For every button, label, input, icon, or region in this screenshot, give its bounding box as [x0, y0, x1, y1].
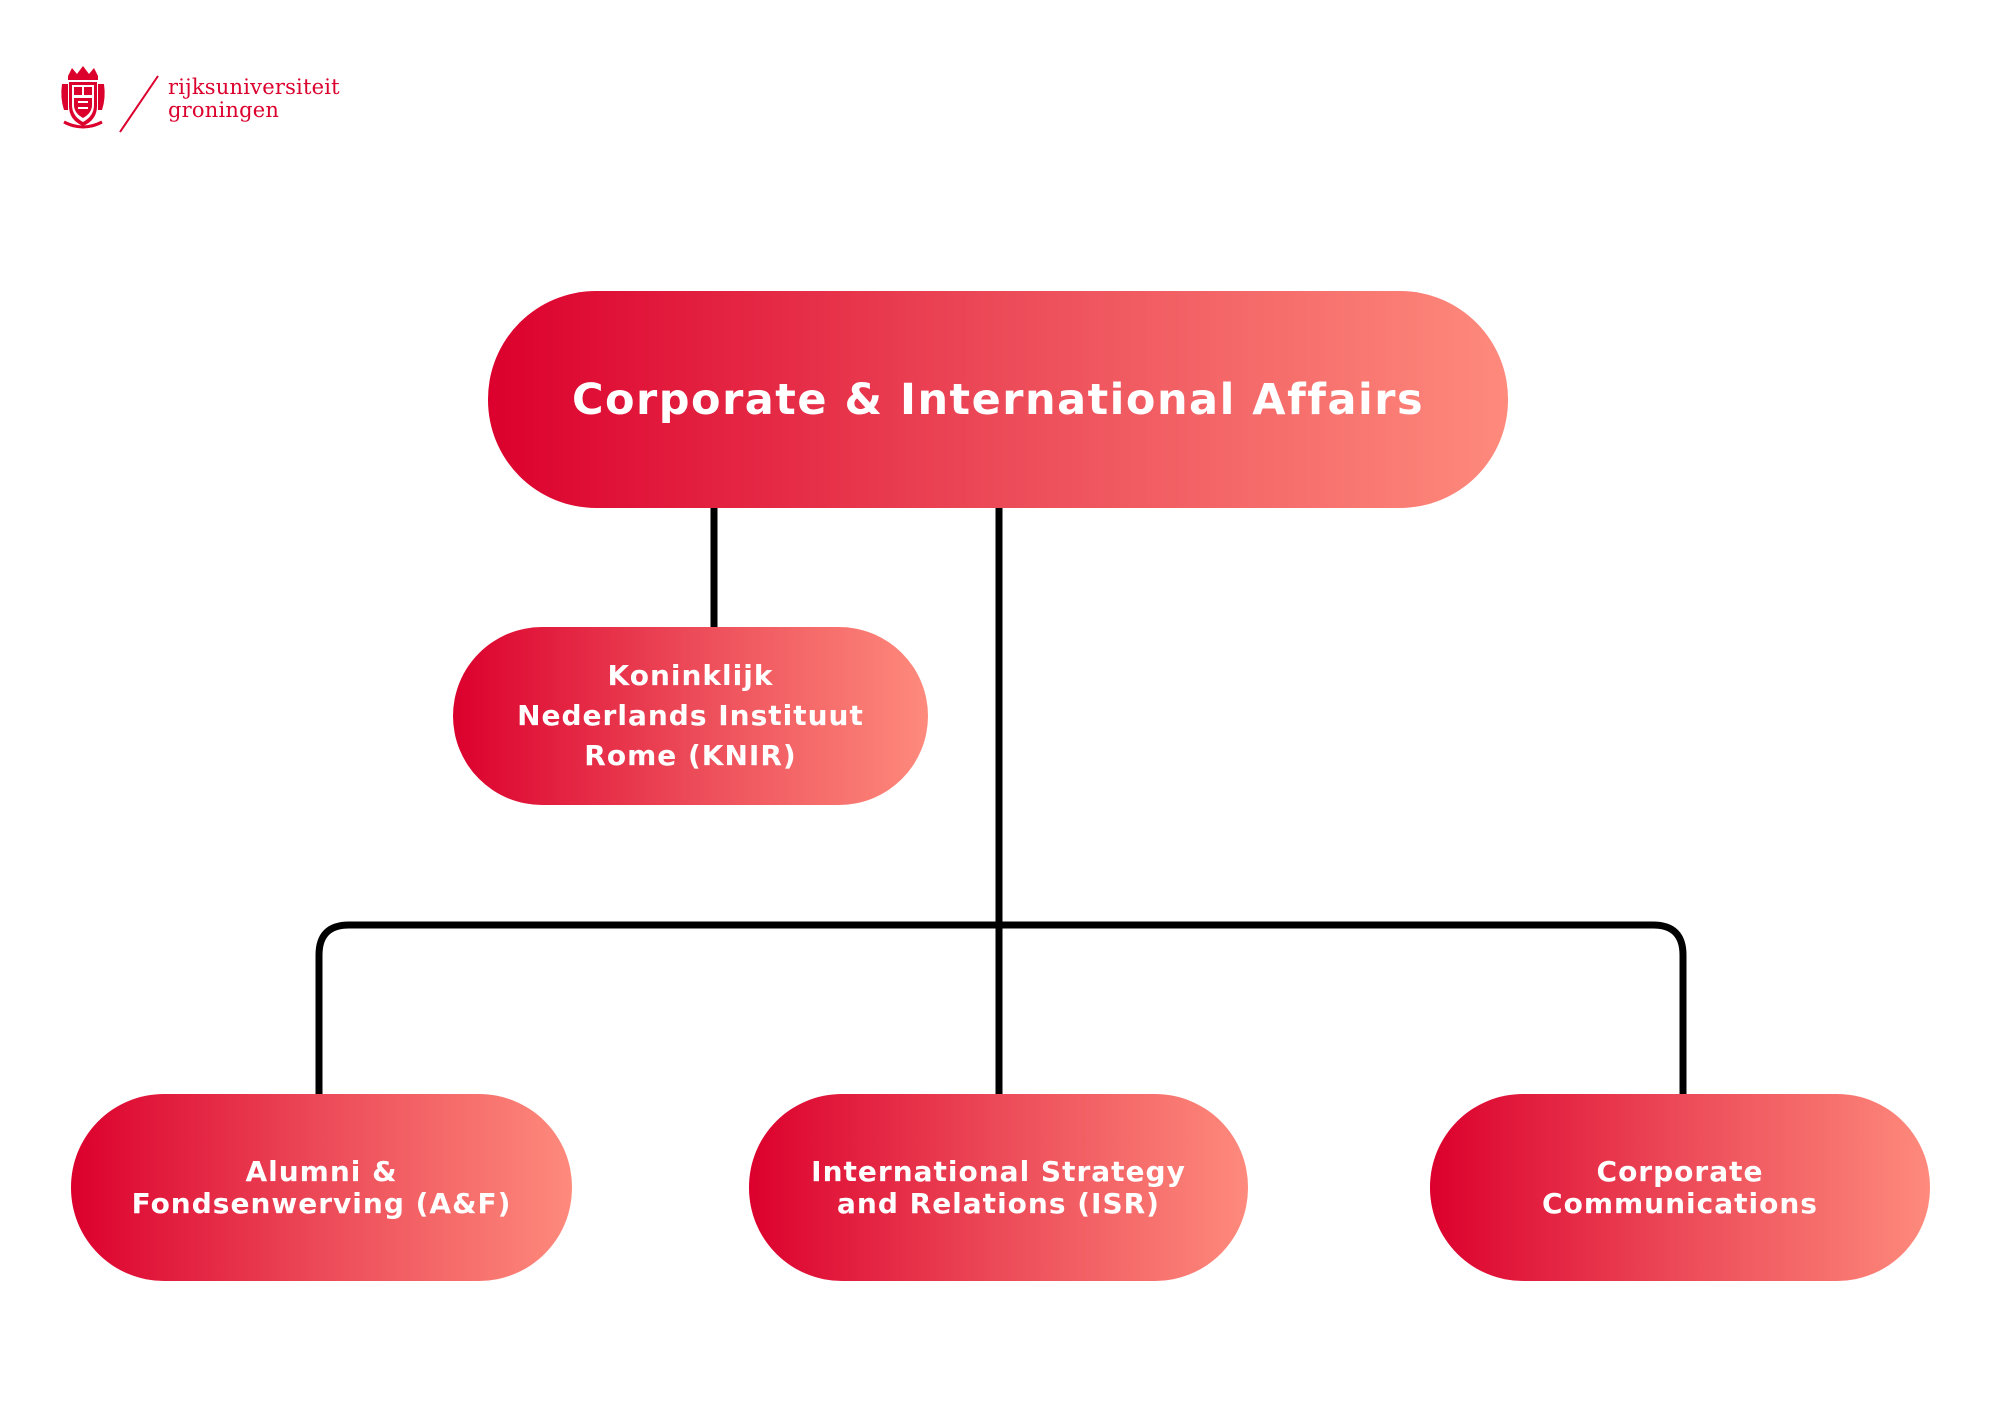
logo-line-2: groningen — [168, 98, 280, 122]
node-label: Corporate & International Affairs — [571, 374, 1425, 425]
node-corporate-communications: Corporate Communications — [1430, 1094, 1930, 1281]
node-international-strategy-relations: International Strategy and Relations (IS… — [749, 1094, 1248, 1281]
logo-divider-slash — [119, 75, 159, 133]
node-label: Alumni & Fondsenwerving (A&F) — [131, 1154, 512, 1220]
node-label: Koninklijk Nederlands Instituut Rome (KN… — [517, 659, 864, 772]
node-label: Corporate Communications — [1542, 1154, 1818, 1220]
node-alumni-fondsenwerving: Alumni & Fondsenwerving (A&F) — [71, 1094, 572, 1281]
logo-wordmark: rijksuniversiteit groningen — [168, 76, 340, 122]
node-knir: Koninklijk Nederlands Instituut Rome (KN… — [453, 627, 928, 805]
node-corporate-international-affairs: Corporate & International Affairs — [488, 291, 1508, 508]
logo-line-1: rijksuniversiteit — [168, 75, 340, 99]
connector-bus-horizontal — [315, 921, 1687, 1094]
node-label: International Strategy and Relations (IS… — [811, 1154, 1186, 1220]
university-logo: rijksuniversiteit groningen — [60, 64, 360, 138]
university-crest-icon — [61, 66, 105, 129]
